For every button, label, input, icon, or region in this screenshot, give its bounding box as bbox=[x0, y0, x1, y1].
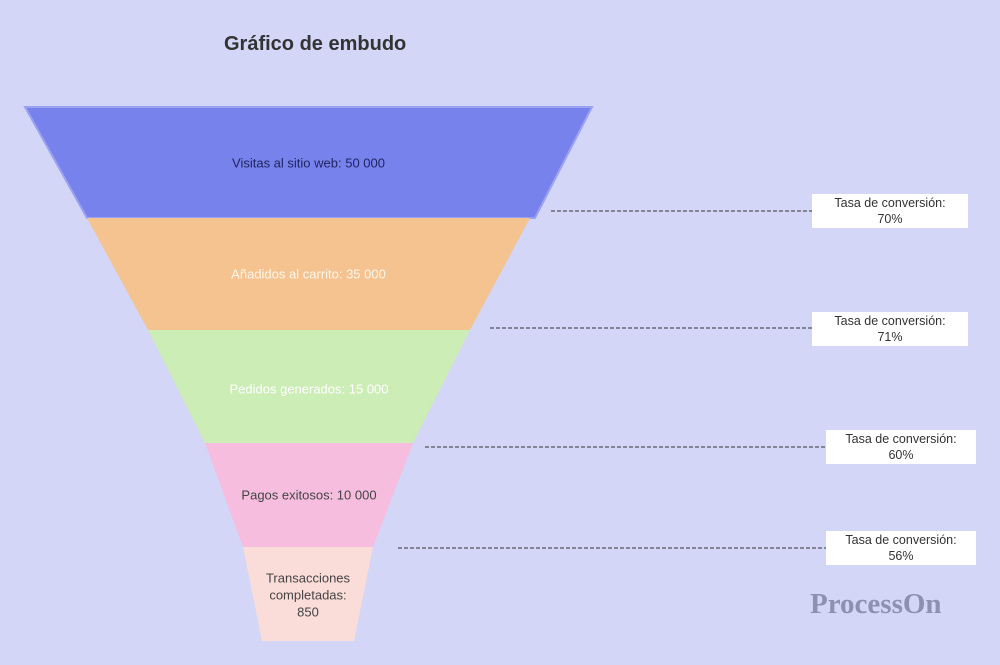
processon-watermark: ProcessOn bbox=[810, 588, 942, 620]
funnel-stage-2 bbox=[87, 218, 530, 330]
conversion-rate-box: Tasa de conversión: 60% bbox=[826, 430, 976, 464]
chart-title: Gráfico de embudo bbox=[224, 33, 407, 55]
conversion-rate-value: 70% bbox=[877, 212, 903, 226]
funnel-stage-label: Visitas al sitio web: 50 000 bbox=[232, 155, 385, 171]
conversion-rate-label: Tasa de conversión: bbox=[845, 533, 957, 547]
conversion-rate-box: Tasa de conversión: 70% bbox=[812, 194, 968, 228]
funnel-stage-1 bbox=[23, 106, 594, 219]
funnel-stage-label: Transacciones completadas: 850 bbox=[265, 570, 351, 620]
conversion-rate-label: Tasa de conversión: bbox=[845, 432, 957, 446]
funnel-stage-label: Pedidos generados: 15 000 bbox=[229, 381, 389, 397]
conversion-rate-label: Tasa de conversión: bbox=[834, 314, 946, 328]
conversion-rate-value: 60% bbox=[888, 448, 914, 462]
conversion-rate-value: 71% bbox=[877, 330, 903, 344]
funnel-stage-label: Añadidos al carrito: 35 000 bbox=[231, 266, 386, 282]
conversion-rate-box: Tasa de conversión: 71% bbox=[812, 312, 968, 346]
funnel-stage-3 bbox=[148, 330, 470, 443]
funnel-stage-4 bbox=[205, 443, 413, 547]
conversion-rate-label: Tasa de conversión: bbox=[834, 196, 946, 210]
conversion-rate-value: 56% bbox=[888, 549, 914, 563]
funnel-stage-label: Pagos exitosos: 10 000 bbox=[241, 487, 377, 503]
funnel-stage-5 bbox=[243, 547, 373, 641]
conversion-rate-box: Tasa de conversión: 56% bbox=[826, 531, 976, 565]
